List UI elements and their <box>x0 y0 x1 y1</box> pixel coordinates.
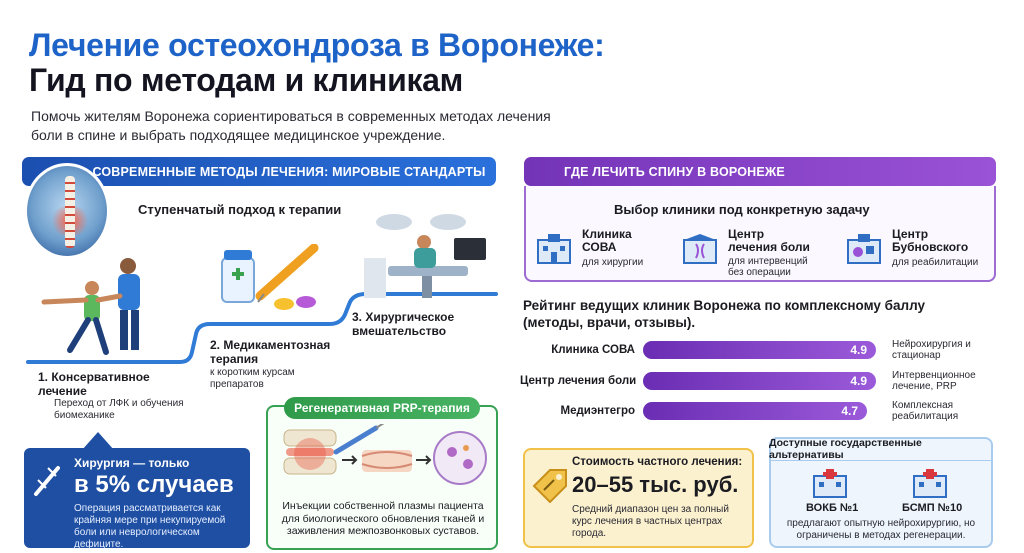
rehab-center-building-icon <box>847 234 881 264</box>
cost-title: Стоимость частного лечения: <box>572 456 743 468</box>
methods-subtitle: Ступенчатый подход к терапии <box>138 202 342 217</box>
surgery-line1: Хирургия — только <box>74 456 190 470</box>
rating-note-1: Нейрохирургия и стационар <box>892 339 971 361</box>
clinic-1-name1: Клиника <box>582 227 632 241</box>
clinic-2-name2: лечения боли <box>728 240 810 254</box>
rating-note-3: Комплексная реабилитация <box>892 400 959 422</box>
clinic-1-name2: СОВА <box>582 240 617 254</box>
cost-value: 20–55 тыс. руб. <box>572 472 739 497</box>
clinics-subtitle: Выбор клиники под конкретную задачу <box>614 202 870 217</box>
rating-title: Рейтинг ведущих клиник Воронежа по компл… <box>523 298 926 330</box>
page-title: Лечение остеохондроза в Воронеже: <box>29 27 605 63</box>
surgery-line2: в 5% случаев <box>74 471 234 498</box>
step-1-label: 1. Консервативное лечение <box>38 370 150 398</box>
step-3-label: 3. Хирургическое вмешательство <box>352 310 455 338</box>
prp-title: Регенеративная PRP-терапия <box>284 397 480 419</box>
rating-label-1: Клиника СОВА <box>551 344 635 356</box>
rating-label-2: Центр лечения боли <box>520 375 637 387</box>
page-subtitle: Гид по методам и клиникам <box>29 62 464 98</box>
rating-score-2: 4.9 <box>850 374 867 388</box>
clinic-2-name1: Центр <box>728 227 765 241</box>
clinic-3-sub: для реабилитации <box>892 257 979 268</box>
spine-illustration <box>24 163 110 259</box>
rating-score-1: 4.9 <box>850 343 867 357</box>
rating-label-3: Медиэнтегро <box>560 405 635 417</box>
clinic-2-sub: для интервенций без операции <box>728 256 808 278</box>
hospital-icon <box>813 469 847 498</box>
cost-box <box>523 448 754 548</box>
prp-illustration <box>283 424 487 485</box>
operating-room-icon <box>364 214 486 298</box>
gov-title: Доступные государственные альтернативы <box>769 437 993 461</box>
gov-box <box>769 437 993 548</box>
intro-text: Помочь жителям Воронежа сориентироваться… <box>31 108 551 143</box>
rating-bar-2: 4.9 <box>643 372 876 390</box>
step-1-sub: Переход от ЛФК и обучения биомеханике <box>54 398 184 421</box>
hospital-icon <box>913 469 947 498</box>
pain-center-building-icon <box>683 234 717 264</box>
surgery-box-pointer <box>82 432 114 450</box>
cost-text: Средний диапазон цен за полный курс лече… <box>572 504 729 539</box>
rating-bar-3: 4.7 <box>643 402 867 420</box>
gov-item-1: ВОКБ №1 <box>806 502 859 514</box>
gov-item-2: БСМП №10 <box>902 502 963 514</box>
staircase-path <box>26 292 498 364</box>
medication-icon <box>221 244 319 310</box>
gov-text: предлагают опытную нейрохирургию, но огр… <box>786 518 976 541</box>
price-tag-icon <box>532 469 567 504</box>
rating-note-2: Интервенционное лечение, PRP <box>892 370 976 392</box>
surgery-box: Хирургия — только в 5% случаев Операция … <box>24 448 250 550</box>
physio-icon <box>41 258 140 355</box>
prp-text: Инъекции собственной плазмы пациента для… <box>281 500 485 537</box>
clinic-3-name1: Центр <box>892 227 929 241</box>
step-2-label: 2. Медикаментозная терапия <box>210 338 331 366</box>
rating-score-3: 4.7 <box>841 404 858 418</box>
where-band: ГДЕ ЛЕЧИТЬ СПИНУ В ВОРОНЕЖЕ <box>524 157 996 186</box>
rating-bar-1: 4.9 <box>643 341 876 359</box>
clinic-3-name2: Бубновского <box>892 240 969 254</box>
surgery-text: Операция рассматривается как крайняя мер… <box>74 503 226 550</box>
clinics-panel <box>524 186 996 282</box>
step-2-sub: к коротким курсам препаратов <box>210 367 295 390</box>
hospital-building-icon <box>537 234 571 264</box>
clinic-1-sub: для хирургии <box>582 257 644 268</box>
syringe-icon <box>34 466 60 496</box>
